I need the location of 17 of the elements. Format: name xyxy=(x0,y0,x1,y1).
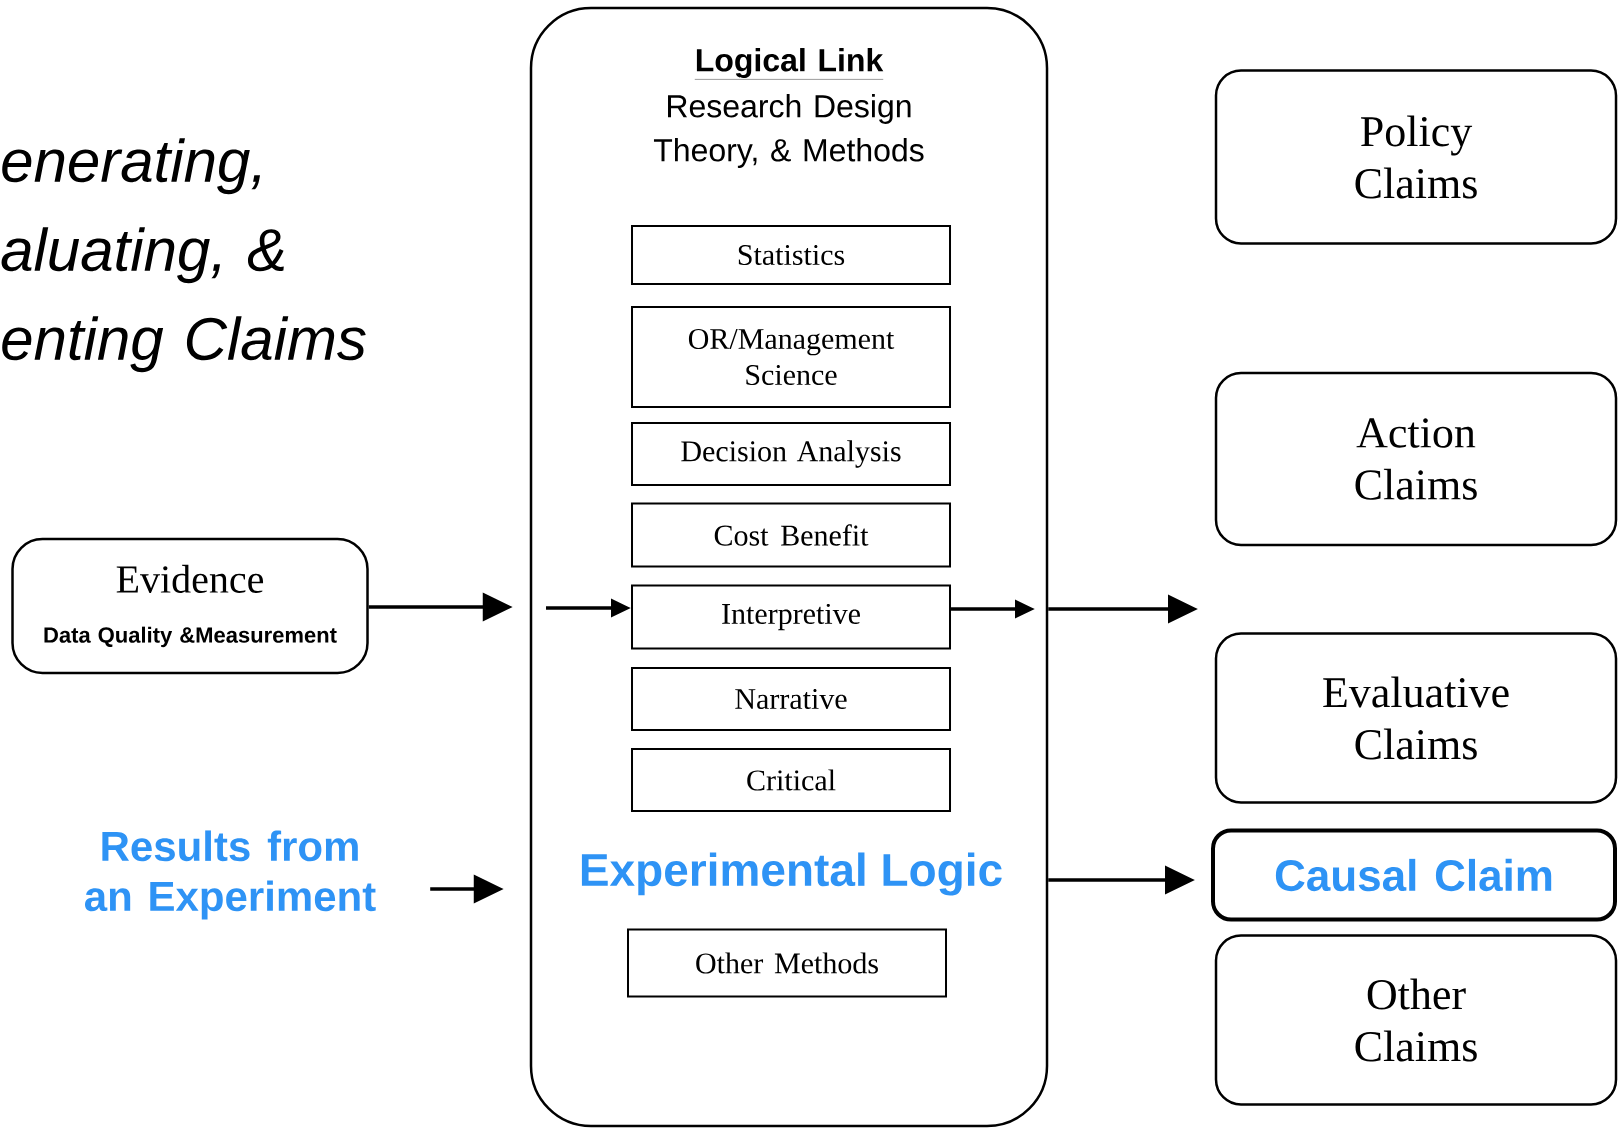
method-box: Interpretive xyxy=(631,584,951,650)
method-box: Decision Analysis xyxy=(631,422,951,486)
method-box: Cost Benefit xyxy=(631,502,951,568)
title: enerating, aluating, & enting Claims xyxy=(1,138,366,373)
evidence-box: Evidence Data Quality &Measurement xyxy=(11,537,369,675)
claim-box: Other Claims xyxy=(1214,934,1618,1106)
panel-label: Experimental Logic xyxy=(581,852,1002,896)
caption-text: Results from an Experiment xyxy=(85,830,376,920)
method-box: Narrative xyxy=(631,667,951,731)
claim-box: Causal Claim xyxy=(1211,828,1617,922)
claim-box: Policy Claims xyxy=(1214,69,1618,245)
method-box: Critical xyxy=(631,748,951,812)
method-box: OR/Management Science xyxy=(631,306,951,408)
method-box: Other Methods xyxy=(627,928,947,998)
claim-box: Action Claims xyxy=(1214,371,1618,547)
method-box: Statistics xyxy=(631,225,951,285)
claim-box: Evaluative Claims xyxy=(1214,632,1618,804)
